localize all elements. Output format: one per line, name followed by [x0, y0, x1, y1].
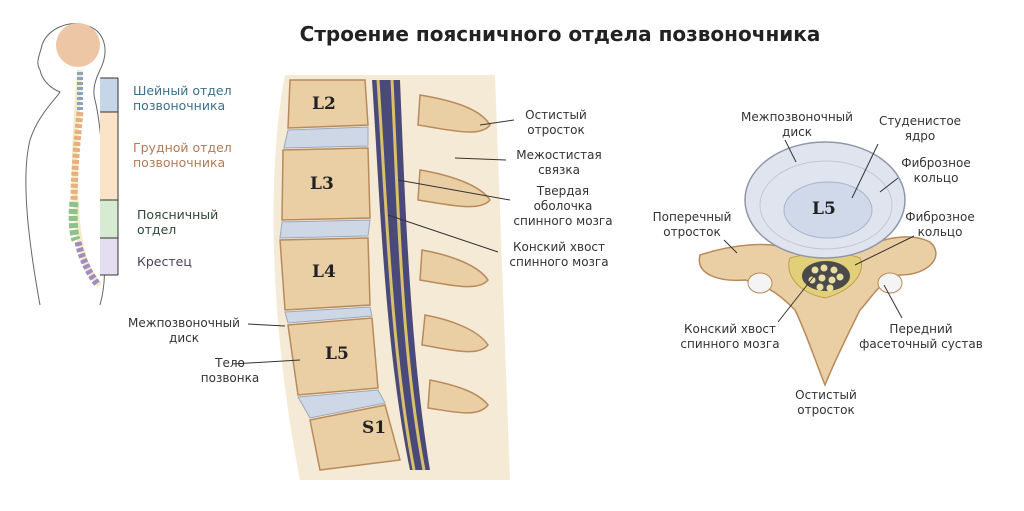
label-line: Фиброзное	[905, 210, 975, 224]
sacrum-label: Крестец	[137, 254, 192, 269]
thoracic-line2: позвоночника	[133, 155, 226, 170]
page-title: Строение поясничного отдела позвоночника	[299, 22, 821, 46]
label-line: Тело	[215, 356, 245, 370]
label-line: диск	[782, 125, 812, 139]
leader-lines	[231, 119, 515, 365]
label-line: Межпозвоночный	[741, 110, 853, 124]
axial-leader-lines	[723, 139, 915, 323]
label-line: фасеточный сустав	[859, 337, 983, 351]
label-line: Передний	[889, 322, 953, 336]
label-line: спинного мозга	[509, 255, 609, 269]
label-line: кольцо	[913, 171, 959, 185]
label-line: Остистый	[795, 388, 857, 402]
vertebra-l2: L2	[312, 94, 336, 114]
label-line: отросток	[663, 225, 721, 239]
label-line: Межостистая	[516, 148, 602, 162]
cervical-line2: позвоночника	[133, 98, 226, 113]
label-line: спинного мозга	[680, 337, 780, 351]
label-line: Остистый	[525, 108, 587, 122]
label-line: диск	[169, 331, 199, 345]
axial-vertebra-l5: L5	[812, 199, 836, 219]
lumbar-line2: отдел	[137, 222, 177, 237]
label-line: Конский хвост	[512, 240, 606, 254]
label-line: кольцо	[917, 225, 963, 239]
vertebra-s1: S1	[362, 418, 387, 438]
label-line: Фиброзное	[901, 156, 971, 170]
body-silhouette	[25, 23, 119, 306]
label-line: Студенистое	[878, 114, 962, 128]
label-line: отросток	[797, 403, 855, 417]
sagittal-spine	[273, 75, 510, 480]
label-line: Поперечный	[652, 210, 732, 224]
label-line: позвонка	[200, 371, 260, 385]
lumbar-line1: Поясничный	[137, 207, 219, 222]
vertebra-column-icon	[68, 72, 101, 288]
label-line: связка	[538, 163, 580, 177]
label-line: Межпозвоночный	[128, 316, 240, 330]
label-line: Твердая	[536, 184, 590, 198]
thoracic-line1: Грудной отдел	[133, 140, 232, 155]
label-line: отросток	[527, 123, 585, 137]
label-line: Конский хвост	[683, 322, 777, 336]
label-line: ядро	[904, 129, 936, 143]
vertebra-l4: L4	[312, 262, 336, 282]
skull	[56, 23, 100, 67]
vertebra-l5: L5	[325, 344, 349, 364]
label-line: спинного мозга	[513, 214, 613, 228]
label-line: оболочка	[533, 199, 593, 213]
cervical-line1: Шейный отдел	[133, 83, 232, 98]
vertebra-l3: L3	[310, 174, 334, 194]
